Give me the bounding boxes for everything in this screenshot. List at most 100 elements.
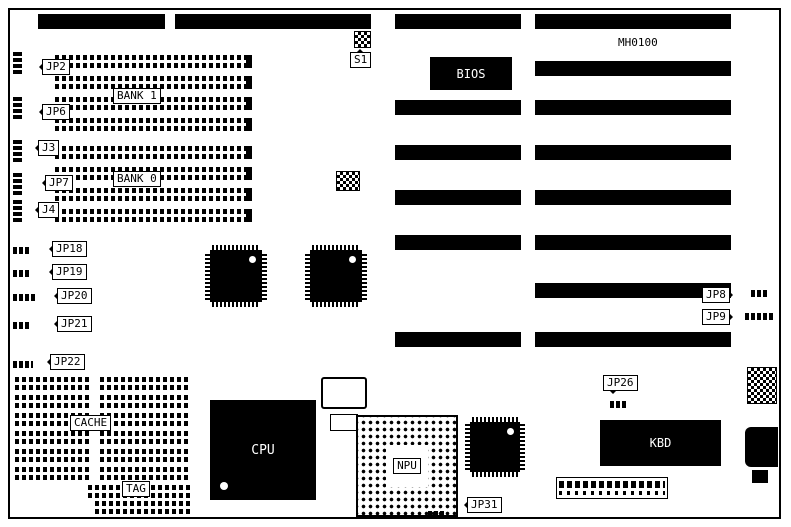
- bank1-label: BANK 1: [113, 88, 161, 104]
- cache-dip-socket: [15, 395, 91, 408]
- chip-pins: [205, 252, 210, 300]
- jumper-block-jp18: [13, 247, 31, 254]
- callout-j3: J3: [34, 140, 60, 156]
- qfp-chip: [465, 417, 525, 477]
- callout-jp21: JP21: [54, 316, 92, 332]
- pin1-dot: [220, 482, 228, 490]
- crystal: [330, 414, 358, 431]
- jumper-block-jp19: [13, 270, 31, 277]
- expansion-slot: [395, 332, 521, 347]
- expansion-slot: [535, 145, 731, 160]
- top-connector-bar: [175, 14, 371, 29]
- oscillator: [336, 171, 360, 191]
- bios-chip: BIOS: [430, 57, 512, 90]
- expansion-slot: [395, 100, 521, 115]
- chip-pins: [312, 302, 360, 307]
- callout-jp18: JP18: [49, 241, 87, 257]
- callout-s1: S1: [350, 49, 372, 68]
- callout-jp19: JP19: [49, 264, 87, 280]
- simm-socket: [55, 118, 252, 131]
- chip-pins: [472, 417, 518, 422]
- callout-jp2: JP2: [39, 59, 70, 75]
- cache-dip-socket: [100, 413, 190, 426]
- chip-pins: [312, 245, 360, 250]
- expansion-slot: [535, 283, 731, 298]
- expansion-slot: [535, 332, 731, 347]
- cache-dip-socket: [15, 377, 91, 390]
- bios-chip-label: BIOS: [456, 66, 486, 81]
- cache-dip-socket: [15, 431, 91, 444]
- jumper-block-jp31: [428, 511, 446, 518]
- callout-jp20: JP20: [54, 288, 92, 304]
- top-connector-bar: [38, 14, 165, 29]
- simm-socket: [55, 55, 252, 68]
- jumper-block-jp22: [13, 361, 33, 368]
- edge-connector: [13, 52, 22, 74]
- cache-dip-socket: [15, 467, 91, 480]
- tag-label: TAG: [122, 481, 150, 497]
- cache-dip-socket: [100, 449, 190, 462]
- jumper-block-jp26: [610, 401, 628, 408]
- qfp-chip: [205, 245, 267, 307]
- simm-socket: [55, 76, 252, 89]
- jumper-block-jp9: [745, 313, 775, 320]
- cache-label: CACHE: [70, 415, 112, 431]
- jumper-block-jp21: [13, 322, 31, 329]
- chip-pins: [212, 302, 260, 307]
- chip-pins: [362, 252, 367, 300]
- edge-connector: [13, 97, 22, 119]
- expansion-slot: [535, 100, 731, 115]
- expansion-slot: [395, 190, 521, 205]
- expansion-slot: [535, 235, 731, 250]
- npu-label: NPU: [393, 458, 421, 474]
- kbd-chip-label: KBD: [649, 436, 672, 450]
- edge-connector: [13, 140, 22, 162]
- simm-socket: [55, 209, 252, 222]
- callout-jp9: JP9: [702, 309, 733, 325]
- callout-jp26: JP26: [603, 375, 638, 394]
- edge-component: [747, 367, 777, 404]
- crystal-oscillator: [321, 377, 367, 409]
- callout-jp7: JP7: [42, 175, 73, 191]
- callout-j4: J4: [34, 202, 60, 218]
- expansion-slot: [535, 61, 731, 76]
- chip-pins: [305, 252, 310, 300]
- expansion-slot: [535, 190, 731, 205]
- chip-pins: [520, 424, 525, 470]
- cpu-chip: CPU: [210, 400, 316, 500]
- chip-pins: [465, 424, 470, 470]
- qfp-chip: [305, 245, 367, 307]
- callout-jp31: JP31: [464, 497, 502, 513]
- cache-dip-socket: [15, 449, 91, 462]
- kbd-controller-chip: KBD: [600, 420, 721, 466]
- cache-dip-socket: [95, 501, 190, 514]
- jumper-block-jp20: [13, 294, 35, 301]
- bank0-label: BANK 0: [113, 171, 161, 187]
- expansion-slot: [395, 235, 521, 250]
- cpu-chip-label: CPU: [251, 442, 275, 458]
- simm-socket: [55, 146, 252, 159]
- chip-pins: [472, 472, 518, 477]
- edge-component: [752, 470, 768, 483]
- keyboard-connector: [745, 427, 778, 467]
- jumper-block-jp8: [751, 290, 767, 297]
- callout-jp22: JP22: [47, 354, 85, 370]
- pin1-dot: [349, 256, 356, 263]
- pin1-dot: [507, 428, 514, 435]
- pin-header: [556, 477, 668, 499]
- simm-socket: [55, 188, 252, 201]
- expansion-slot: [395, 14, 521, 29]
- dip-switch-s1: [354, 31, 371, 48]
- cache-dip-socket: [100, 431, 190, 444]
- pin1-dot: [249, 256, 256, 263]
- expansion-slot: [395, 145, 521, 160]
- callout-jp6: JP6: [39, 104, 70, 120]
- chip-pins: [212, 245, 260, 250]
- board-part-number: MH0100: [618, 36, 658, 49]
- cache-dip-socket: [100, 377, 190, 390]
- npu-socket-center: NPU: [386, 445, 428, 487]
- npu-socket: NPU: [356, 415, 458, 517]
- chip-pins: [262, 252, 267, 300]
- callout-jp8: JP8: [702, 287, 733, 303]
